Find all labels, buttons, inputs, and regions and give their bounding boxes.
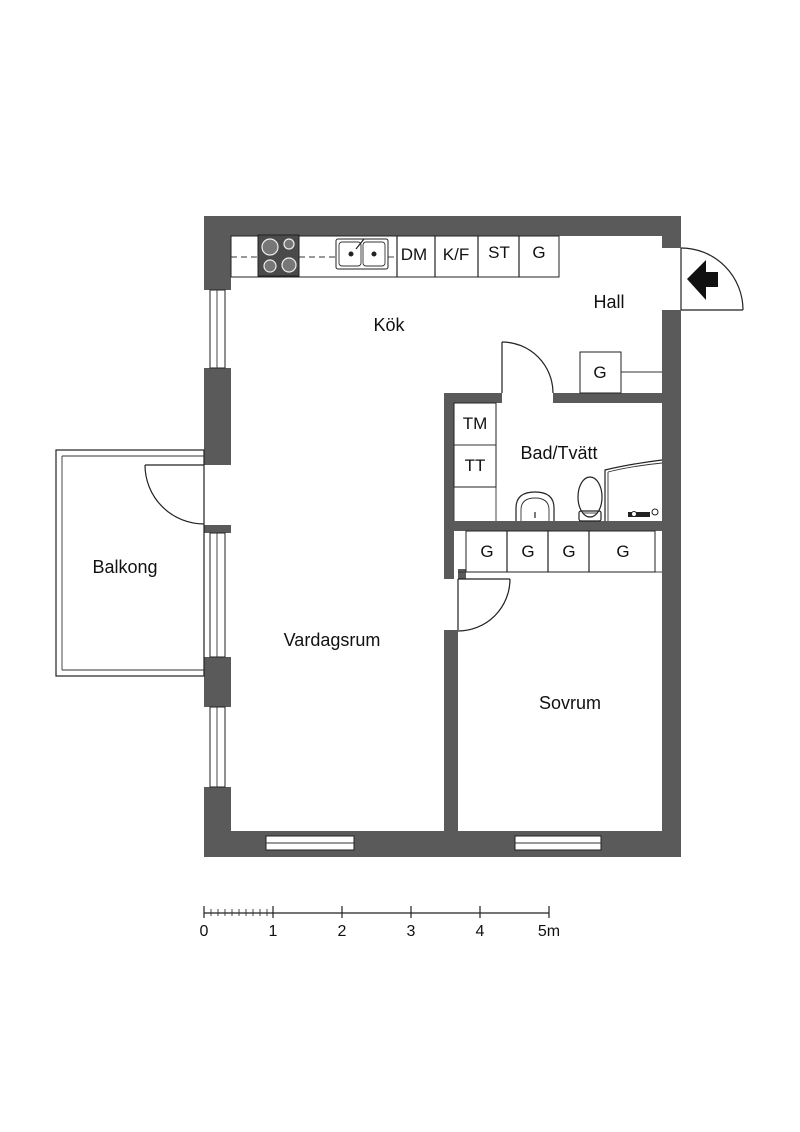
bedroom-closets bbox=[458, 530, 662, 573]
washing-machine-label: TM bbox=[463, 414, 488, 433]
bedroom-closet-2-label: G bbox=[521, 542, 534, 561]
room-label-bad-tvatt: Bad/Tvätt bbox=[520, 443, 597, 463]
shower-icon bbox=[604, 459, 663, 521]
bathroom-door bbox=[501, 341, 554, 394]
bedroom-closet-4-label: G bbox=[616, 542, 629, 561]
washbasin-icon bbox=[515, 491, 555, 521]
entrance-arrow-icon bbox=[687, 260, 718, 300]
scale-bar bbox=[203, 906, 550, 918]
balcony bbox=[55, 449, 205, 677]
scale-tick-3: 3 bbox=[407, 923, 416, 940]
fridge-freezer-label: K/F bbox=[443, 245, 469, 264]
scale-tick-1: 1 bbox=[269, 923, 278, 940]
stove-icon bbox=[257, 234, 300, 277]
bath-units bbox=[453, 402, 497, 521]
bedroom-door bbox=[457, 578, 511, 632]
scale-tick-4: 4 bbox=[476, 923, 485, 940]
room-label-hall: Hall bbox=[593, 292, 624, 312]
dryer-label: TT bbox=[465, 456, 486, 475]
bedroom-closet-1-label: G bbox=[480, 542, 493, 561]
scale-tick-2: 2 bbox=[338, 923, 347, 940]
scale-tick-5: 5m bbox=[538, 923, 560, 940]
toilet-icon bbox=[577, 476, 603, 522]
dishwasher-label: DM bbox=[401, 245, 427, 264]
kitchen-closet-label: G bbox=[532, 243, 545, 262]
cabinet-label: ST bbox=[488, 243, 510, 262]
bedroom-closet-3-label: G bbox=[562, 542, 575, 561]
room-label-vardagsrum: Vardagsrum bbox=[284, 630, 381, 650]
hall-closet bbox=[579, 351, 662, 394]
windows bbox=[209, 289, 602, 851]
room-label-kok: Kök bbox=[373, 315, 405, 335]
room-label-sovrum: Sovrum bbox=[539, 693, 601, 713]
entrance-door bbox=[680, 247, 744, 311]
room-label-balkong: Balkong bbox=[92, 557, 157, 577]
hall-closet-label: G bbox=[593, 363, 606, 382]
interior-walls bbox=[444, 216, 663, 831]
sink-icon bbox=[335, 238, 389, 270]
scale-tick-0: 0 bbox=[200, 923, 209, 940]
